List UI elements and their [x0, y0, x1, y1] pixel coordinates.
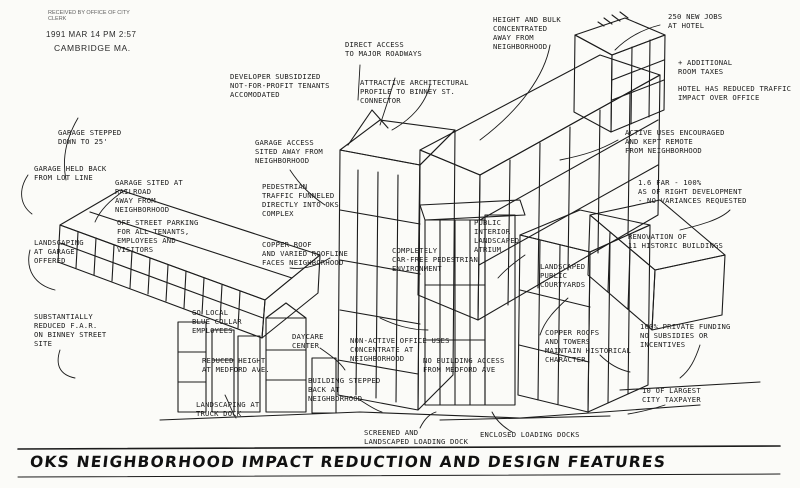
note-additional-room-taxes: + Additional room taxes	[678, 58, 733, 76]
note-new-jobs: 250 new jobs at hotel	[668, 12, 723, 30]
office-tower-slab	[337, 109, 456, 411]
note-private-funding: 100% private funding no subsidies or inc…	[640, 322, 731, 349]
note-garage-access: Garage access sited away from neighborho…	[255, 138, 323, 165]
note-garage-held-back: Garage held back from lot line	[34, 164, 107, 182]
leader-arrows	[21, 24, 731, 433]
parking-garage-block	[57, 189, 321, 339]
note-far-as-of-right: 1.6 FAR - 100% as of right development -…	[638, 178, 747, 205]
note-blue-collar: Go local blue collar employees	[192, 308, 242, 335]
neighborhood-houses	[177, 302, 337, 414]
note-height-bulk: Height and bulk concentrated away from n…	[493, 15, 561, 51]
note-pedestrian-traffic: Pedestrian traffic funneled directly int…	[262, 182, 339, 218]
note-non-active-uses: Non-active office uses concentrate at ne…	[350, 336, 450, 363]
note-daycare: Daycare center	[292, 332, 324, 350]
note-building-stepped: Building stepped back at neighborhood	[308, 376, 381, 403]
note-no-building-access: No building access from Medford Ave	[423, 356, 505, 374]
note-largest-taxpayer: 10 of largest city taxpayer	[642, 386, 701, 404]
note-landscaped-courtyards: Landscaped public courtyards	[540, 262, 586, 289]
east-historic-wing	[587, 199, 726, 331]
title-rule	[17, 445, 781, 450]
note-landscaping-truck: Landscaping at truck dock	[196, 400, 260, 418]
note-screened-dock: Screened and landscaped loading dock	[364, 428, 469, 446]
drawing-title: OKS Neighborhood Impact Reduction and De…	[29, 453, 668, 471]
note-reduced-far: Substantially reduced F.A.R. on Binney S…	[34, 312, 107, 348]
note-landscaping-garage: Landscaping at garage offered	[34, 238, 84, 265]
note-off-street-parking: Off street parking for all tenants, empl…	[117, 218, 199, 254]
title-rule-lower	[17, 473, 781, 478]
note-garage-stepped: Garage stepped down to 25'	[58, 128, 122, 146]
atrium-building	[419, 199, 526, 406]
note-reduced-height: Reduced height at Medford Ave.	[202, 356, 270, 374]
note-garage-sited: Garage sited at railroad away from neigh…	[115, 178, 183, 214]
note-architectural-profile: Attractive architectural profile to Binn…	[360, 78, 469, 105]
received-stamp-office: RECEIVED BY OFFICE OF CITY CLERK	[48, 10, 130, 22]
note-hotel-traffic: Hotel has reduced traffic impact over of…	[678, 84, 792, 102]
note-copper-roofs-historical: Copper roofs and towers maintain histori…	[545, 328, 632, 364]
note-active-uses: Active uses encouraged and kept remote f…	[625, 128, 725, 155]
note-public-interior: Public interior landscaped atrium	[474, 218, 520, 254]
received-stamp-city: CAMBRIDGE MA.	[54, 43, 131, 53]
note-renovation: Renovation of 11 historic buildings	[628, 232, 724, 250]
street-edge-lines	[159, 381, 761, 421]
note-copper-roof: Copper roof and varied roofline faces ne…	[262, 240, 349, 267]
hotel-tower	[573, 11, 666, 133]
note-car-free: Completely car-free pedestrian environme…	[392, 246, 479, 273]
received-stamp-date: 1991 MAR 14 PM 2:57	[46, 30, 137, 39]
note-enclosed-docks: Enclosed loading docks	[480, 430, 580, 439]
northeast-diagonal-building	[417, 54, 661, 321]
note-developer-subsidized: Developer subsidized not-for-profit tena…	[230, 72, 330, 99]
note-direct-access: Direct access to major roadways	[345, 40, 422, 58]
